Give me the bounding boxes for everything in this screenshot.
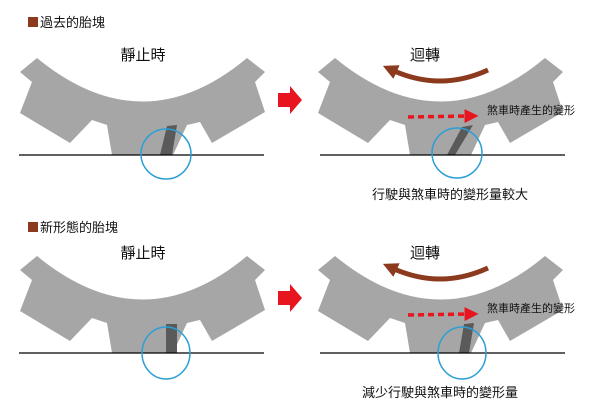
rotating-caption: 迴轉 xyxy=(409,46,441,64)
old-block-static xyxy=(19,58,265,180)
sipe xyxy=(166,324,177,353)
result-caption: 行駛與煞車時的變形量較大 xyxy=(371,188,529,203)
section-heading: 過去的胎塊 xyxy=(28,12,105,31)
section-heading: 新形態的胎塊 xyxy=(28,217,118,236)
section-title: 過去的胎塊 xyxy=(40,16,106,31)
deformation-label: 煞車時產生的變形 xyxy=(487,104,575,117)
sipe xyxy=(160,125,177,155)
section-marker-icon xyxy=(28,16,38,27)
section-marker-icon xyxy=(28,221,38,232)
deformation-label: 煞車時產生的變形 xyxy=(487,302,575,315)
tread-block-shape xyxy=(20,256,265,353)
static-caption: 靜止時 xyxy=(120,46,166,64)
rotation-arrow xyxy=(382,263,490,282)
old-block-rotating xyxy=(318,58,565,179)
new-block-static xyxy=(19,256,265,380)
highlight-circle xyxy=(141,326,191,380)
rotation-arrow xyxy=(382,65,490,84)
highlight-circle xyxy=(437,326,487,380)
rotating-caption: 迴轉 xyxy=(409,244,441,262)
new-block-rotating xyxy=(318,256,565,380)
highlight-circle xyxy=(431,127,483,179)
tread-block-shape xyxy=(20,58,265,155)
sipe xyxy=(447,125,473,155)
red-arrow-right xyxy=(278,86,302,114)
red-arrow-right xyxy=(278,284,302,312)
deformation-arrow xyxy=(407,109,479,124)
deformation-arrow xyxy=(407,307,479,322)
highlight-circle xyxy=(140,128,192,180)
section-title: 新形態的胎塊 xyxy=(40,221,119,236)
result-caption: 減少行駛與煞車時的變形量 xyxy=(361,386,519,401)
static-caption: 靜止時 xyxy=(120,244,166,262)
sipe xyxy=(459,323,474,353)
